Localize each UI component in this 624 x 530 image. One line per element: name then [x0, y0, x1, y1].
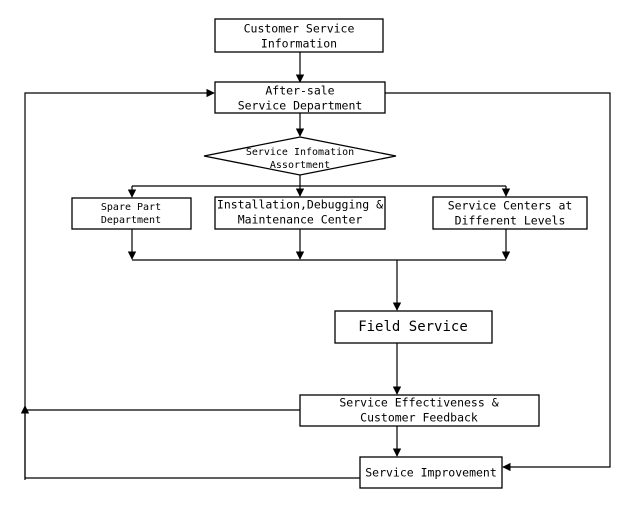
service-centers-line1: Service Centers at — [448, 199, 573, 213]
after-sale-line2: Service Department — [238, 99, 363, 113]
spare-part-line1: Spare Part — [101, 202, 161, 213]
customer-info-line1: Customer Service — [244, 22, 355, 36]
node-field-service: Field Service — [334, 310, 493, 344]
arrow-feedback-loop-left — [24, 88, 300, 411]
connectors — [20, 52, 611, 480]
field-service-label: Field Service — [358, 319, 468, 335]
node-service-information-assortment: Service Infomation Assortment — [203, 136, 397, 176]
assortment-line1: Service Infomation — [246, 147, 354, 158]
service-centers-line2: Different Levels — [455, 214, 566, 228]
node-spare-part-department: Spare Part Department — [71, 197, 192, 230]
node-customer-service-information: Customer Service Information — [214, 18, 384, 53]
node-after-sale-service-department: After-sale Service Department — [214, 81, 386, 114]
node-service-centers: Service Centers at Different Levels — [432, 196, 588, 230]
customer-info-line2: Information — [261, 37, 337, 51]
node-service-improvement: Service Improvement — [359, 456, 503, 489]
installation-line2: Maintenance Center — [238, 213, 363, 227]
effectiveness-line2: Customer Feedback — [360, 411, 478, 425]
spare-part-line2: Department — [101, 215, 161, 226]
node-installation-center: Installation,Debugging & Maintenance Cen… — [214, 196, 386, 230]
installation-line1: Installation,Debugging & — [217, 198, 383, 212]
node-service-effectiveness: Service Effectiveness & Customer Feedbac… — [299, 394, 540, 427]
assortment-line2: Assortment — [270, 160, 330, 171]
improvement-label: Service Improvement — [365, 466, 497, 480]
effectiveness-line1: Service Effectiveness & — [339, 396, 498, 410]
arrow-right-loop — [385, 92, 611, 472]
after-sale-line1: After-sale — [265, 84, 334, 98]
